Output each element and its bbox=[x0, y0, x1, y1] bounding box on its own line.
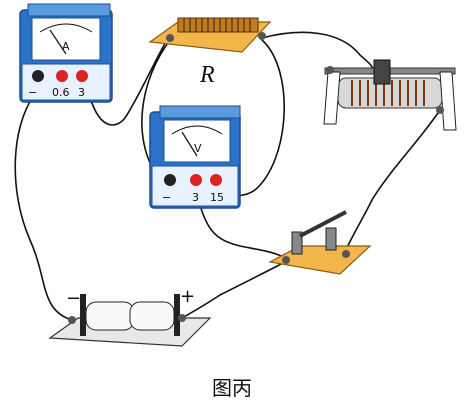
voltmeter-needle bbox=[181, 131, 198, 157]
switch-post-left bbox=[291, 231, 303, 255]
rheostat bbox=[323, 59, 457, 131]
ammeter: A − 0.6 3 bbox=[19, 3, 113, 103]
battery-holder-left bbox=[80, 294, 86, 336]
battery-terminal-plus bbox=[178, 314, 186, 322]
battery-holder-right bbox=[174, 294, 180, 336]
voltmeter-top bbox=[159, 105, 241, 119]
switch bbox=[268, 210, 372, 275]
voltmeter-label-minus: − bbox=[162, 191, 171, 204]
battery-cell-right bbox=[129, 301, 175, 331]
switch-post-right bbox=[325, 227, 337, 251]
battery-terminal-minus bbox=[68, 316, 76, 324]
ammeter-scale bbox=[39, 23, 93, 33]
rheostat-slider bbox=[373, 59, 391, 85]
resistor-terminal-left bbox=[166, 34, 174, 42]
wire-ammeter-to-battery bbox=[14, 87, 73, 321]
voltmeter-terminal-15 bbox=[210, 174, 222, 186]
resistor-windings bbox=[183, 18, 251, 32]
wire-rheostat-to-switch bbox=[344, 109, 441, 253]
ammeter-needle bbox=[49, 29, 67, 55]
ammeter-label-0-6: 0.6 bbox=[52, 86, 70, 99]
wire-ammeter-to-resistor bbox=[87, 37, 169, 126]
voltmeter-scale bbox=[171, 125, 223, 135]
ammeter-face-symbol: A bbox=[62, 40, 70, 53]
switch-terminal-left bbox=[282, 256, 290, 264]
voltmeter-label-3: 3 bbox=[192, 191, 199, 204]
wire-resistor-to-rheostat bbox=[261, 31, 376, 73]
voltmeter: V − 3 15 bbox=[149, 105, 241, 209]
voltmeter-label-15: 15 bbox=[210, 191, 224, 204]
switch-terminal-right bbox=[342, 250, 350, 258]
resistor-terminal-right bbox=[258, 32, 266, 40]
ammeter-terminal-minus bbox=[32, 70, 44, 82]
battery-cell-left bbox=[85, 301, 135, 331]
resistor-symbol: R bbox=[199, 62, 215, 88]
voltmeter-terminal-panel bbox=[151, 165, 239, 207]
rheostat-windings bbox=[351, 80, 425, 106]
voltmeter-terminal-3 bbox=[190, 174, 202, 186]
ammeter-terminal-panel bbox=[21, 63, 111, 101]
wire-voltmeter-to-switch bbox=[195, 189, 286, 259]
switch-blade bbox=[299, 210, 347, 238]
battery-plus-sign: + bbox=[180, 286, 195, 307]
resistor: R bbox=[148, 17, 272, 88]
voltmeter-terminal-minus bbox=[164, 174, 176, 186]
ammeter-terminal-0-6 bbox=[56, 70, 68, 82]
wire-switch-to-battery bbox=[181, 261, 286, 319]
battery: − + bbox=[48, 286, 212, 347]
rheostat-terminal-top bbox=[326, 66, 334, 74]
rheostat-leg-right bbox=[439, 71, 457, 131]
rheostat-terminal-bottom bbox=[436, 106, 444, 114]
ammeter-top bbox=[27, 3, 111, 17]
rheostat-leg-left bbox=[323, 71, 341, 125]
voltmeter-face-symbol: V bbox=[194, 142, 202, 155]
figure-caption: 图丙 bbox=[212, 376, 252, 400]
battery-minus-sign: − bbox=[66, 288, 81, 309]
ammeter-terminal-3 bbox=[76, 70, 88, 82]
ammeter-label-minus: − bbox=[28, 86, 37, 99]
ammeter-label-3: 3 bbox=[78, 86, 85, 99]
